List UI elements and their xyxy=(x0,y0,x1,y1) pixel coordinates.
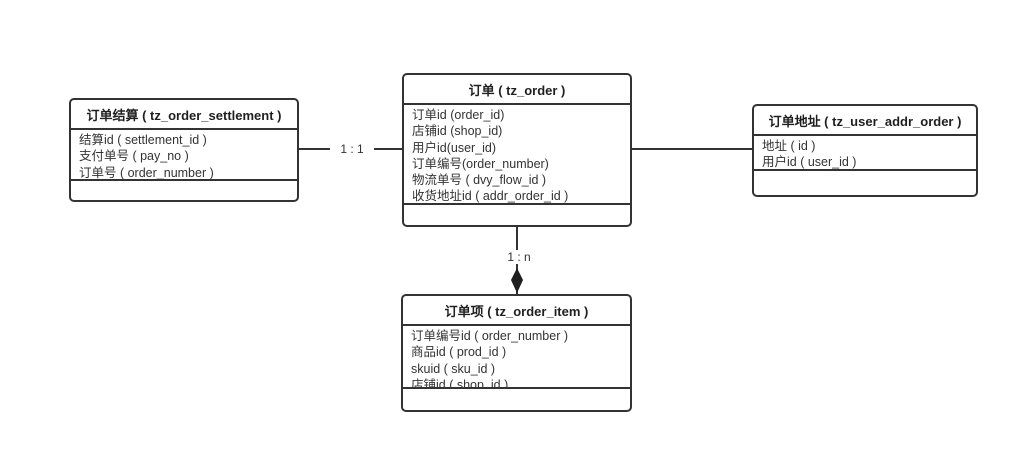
entity-order-settlement-footer xyxy=(71,179,297,200)
field-order-number: 订单编号(order_number) xyxy=(412,156,549,171)
field-shop-id: 店铺id (shop_id) xyxy=(412,124,503,139)
entity-order-item: 订单项 ( tz_order_item ) 订单编号id ( order_num… xyxy=(401,294,632,412)
field-addr-user-id: 用户id ( user_id ) xyxy=(762,155,857,169)
connector-label-1-1: 1 : 1 xyxy=(330,142,374,156)
entity-order-title: 订单 ( tz_order ) xyxy=(404,75,630,105)
entity-order: 订单 ( tz_order ) 订单id (order_id) 店铺id (sh… xyxy=(402,73,632,227)
entity-user-addr-order-title: 订单地址 ( tz_user_addr_order ) xyxy=(754,106,976,136)
entity-order-settlement-fields: 结算id ( settlement_id ) 支付单号 ( pay_no ) 订… xyxy=(71,130,297,179)
diamond-arrow-icon xyxy=(511,268,523,293)
entity-order-item-title: 订单项 ( tz_order_item ) xyxy=(403,296,630,326)
entity-user-addr-order-footer xyxy=(754,169,976,195)
entity-order-fields: 订单id (order_id) 店铺id (shop_id) 用户id(user… xyxy=(404,105,630,203)
field-prod-id: 商品id ( prod_id ) xyxy=(411,345,507,360)
field-item-shop-id: 店铺id ( shop_id ) xyxy=(411,377,509,387)
entity-order-footer xyxy=(404,203,630,225)
field-order-number: 订单号 ( order_number ) xyxy=(79,165,214,179)
field-addr-id: 地址 ( id ) xyxy=(762,139,816,153)
entity-order-settlement: 订单结算 ( tz_order_settlement ) 结算id ( sett… xyxy=(69,98,299,202)
entity-order-item-footer xyxy=(403,387,630,410)
field-dvy-flow-id: 物流单号 ( dvy_flow_id ) xyxy=(412,173,547,188)
entity-user-addr-order: 订单地址 ( tz_user_addr_order ) 地址 ( id ) 用户… xyxy=(752,104,978,197)
entity-order-settlement-title: 订单结算 ( tz_order_settlement ) xyxy=(71,100,297,130)
field-settlement-id: 结算id ( settlement_id ) xyxy=(79,133,207,147)
field-pay-no: 支付单号 ( pay_no ) xyxy=(79,149,189,164)
entity-user-addr-order-fields: 地址 ( id ) 用户id ( user_id ) xyxy=(754,136,976,169)
entity-order-item-fields: 订单编号id ( order_number ) 商品id ( prod_id )… xyxy=(403,326,630,387)
connector-label-1-n: 1 : n xyxy=(496,250,542,264)
field-order-id: 订单id (order_id) xyxy=(412,108,505,122)
field-user-id: 用户id(user_id) xyxy=(412,140,497,155)
field-sku-id: skuid ( sku_id ) xyxy=(411,361,496,376)
connector-order-address xyxy=(632,148,752,150)
field-addr-order-id: 收货地址id ( addr_order_id ) xyxy=(412,189,569,203)
field-item-order-number: 订单编号id ( order_number ) xyxy=(411,329,568,343)
